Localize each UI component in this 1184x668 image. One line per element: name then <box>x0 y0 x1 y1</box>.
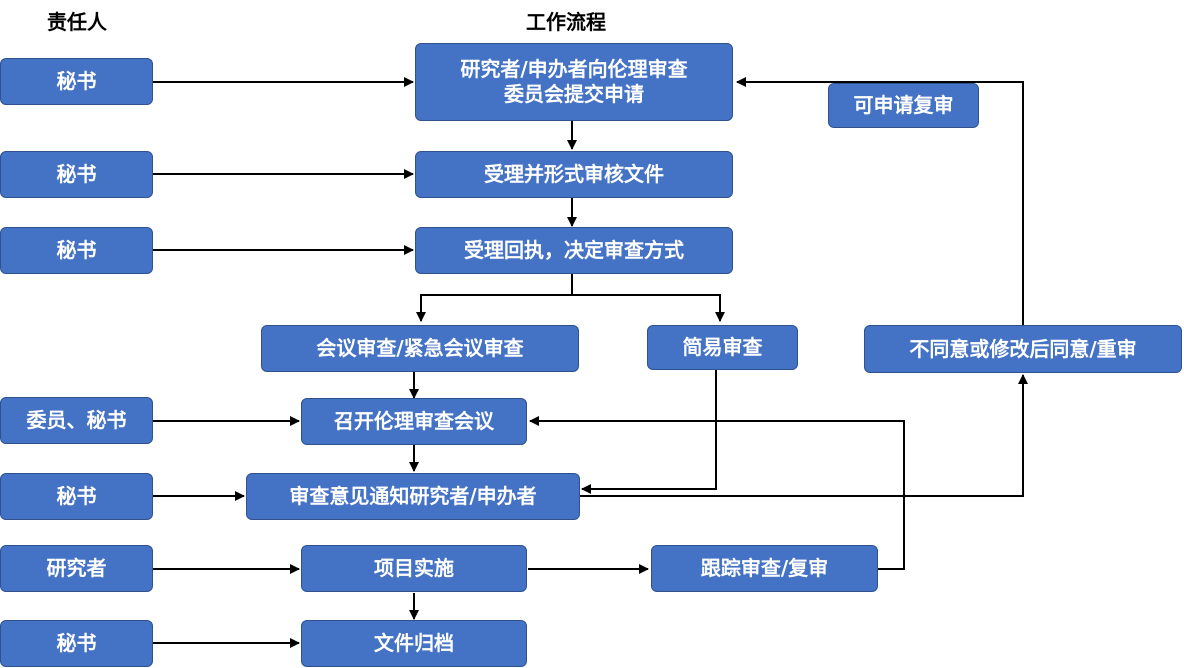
header-workflow: 工作流程 <box>526 10 606 34</box>
person-box-1: 秘书 <box>0 58 153 105</box>
connector-disagree-to-step-1 <box>736 77 1024 325</box>
step-receipt-and-decide: 受理回执，决定审查方式 <box>415 227 733 274</box>
person-box-4: 委员、秘书 <box>0 397 153 444</box>
side-disagree-rereview: 不同意或修改后同意/重审 <box>864 325 1182 373</box>
connector-simple-review-to-step-6 <box>581 369 717 494</box>
connector-branch-to-simple-review <box>572 294 725 322</box>
side-appeal: 可申请复审 <box>828 83 979 128</box>
step-hold-meeting: 召开伦理审查会议 <box>301 398 527 445</box>
person-box-6: 研究者 <box>0 545 153 592</box>
step-accept-and-check: 受理并形式审核文件 <box>415 151 733 198</box>
person-box-3: 秘书 <box>0 227 153 274</box>
connector-follow-up-to-step-5 <box>529 416 905 570</box>
step-meeting-review: 会议审查/紧急会议审查 <box>261 325 579 372</box>
side-simple-review: 简易审查 <box>647 325 798 370</box>
connector-step-6-to-disagree <box>580 374 1028 497</box>
step-submit-application-line-1: 研究者/申办者向伦理审查 <box>460 57 688 81</box>
person-box-5: 秘书 <box>0 473 153 520</box>
step-archive: 文件归档 <box>301 620 527 667</box>
step-notify: 审查意见通知研究者/申办者 <box>246 473 580 520</box>
step-submit-application: 研究者/申办者向伦理审查 委员会提交申请 <box>415 43 733 121</box>
side-follow-up-review: 跟踪审查/复审 <box>651 545 878 592</box>
header-responsible: 责任人 <box>47 10 107 34</box>
person-box-7: 秘书 <box>0 620 153 667</box>
step-implement: 项目实施 <box>301 545 527 592</box>
connector-step-3-branch <box>416 274 573 322</box>
person-box-2: 秘书 <box>0 151 153 198</box>
step-submit-application-line-2: 委员会提交申请 <box>504 82 644 106</box>
